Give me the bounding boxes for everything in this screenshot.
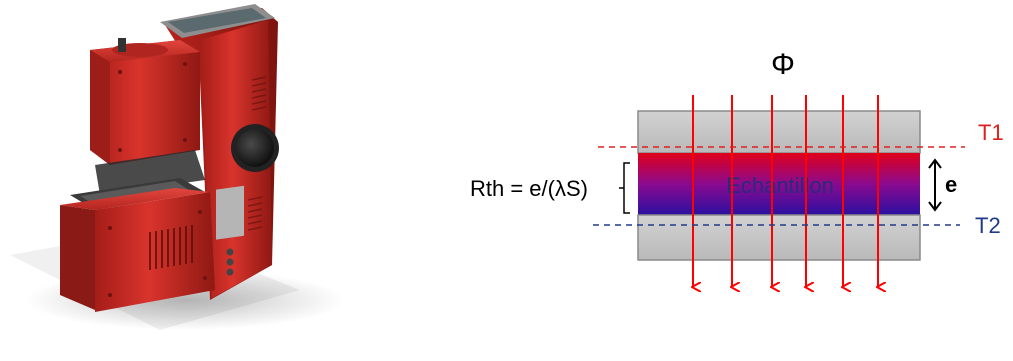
t2-label: T2 <box>975 213 1001 238</box>
top-plate <box>637 110 921 154</box>
knob-icon <box>231 124 279 172</box>
heat-flux-arrows <box>693 95 878 287</box>
sample-label: Echantillon <box>726 173 834 198</box>
thickness-label: e <box>945 172 957 197</box>
formula-label: Rth = e/(λS) <box>470 176 588 201</box>
t1-label: T1 <box>978 120 1004 145</box>
thickness-arrow <box>928 158 942 212</box>
thermal-conductivity-meter-device <box>10 4 345 330</box>
flux-symbol: Φ <box>771 48 795 81</box>
sample-layer <box>638 153 920 215</box>
bottom-plate <box>637 214 921 261</box>
thermal-resistance-diagram: Φ Echantillon T1 T2 e <box>470 48 1004 287</box>
sample-bracket <box>619 162 630 214</box>
